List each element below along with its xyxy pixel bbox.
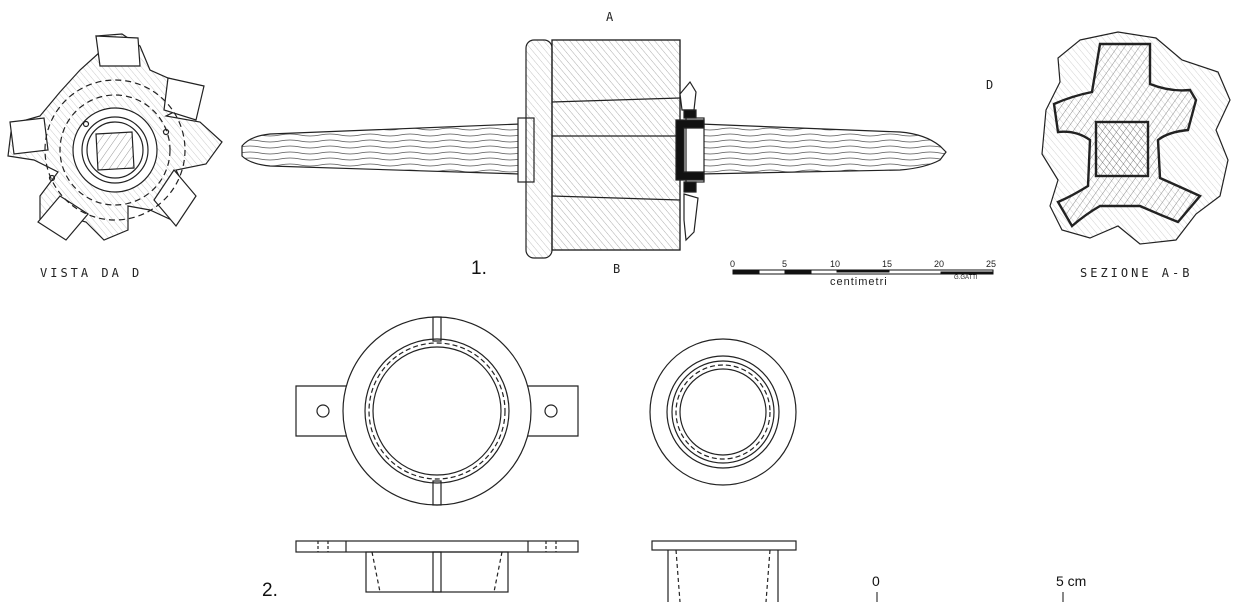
sezione-ab-label: SEZIONE A-B — [1080, 266, 1193, 280]
scale-tick-25: 25 — [986, 259, 997, 269]
scale-unit: centimetri — [830, 276, 888, 288]
letter-b: B — [613, 262, 624, 276]
scale-bar-5cm — [876, 592, 1064, 602]
bushing-side-view — [651, 540, 797, 602]
figure-1-number: 1. — [471, 258, 487, 279]
scale-bar-cm — [732, 269, 994, 275]
artist-credit: G.GATTI — [954, 275, 978, 281]
scale-2-tick-0: 0 — [872, 573, 880, 589]
scale-tick-15: 15 — [882, 259, 893, 269]
scale-tick-10: 10 — [830, 259, 841, 269]
scale-tick-20: 20 — [934, 259, 945, 269]
letter-a: A — [606, 10, 617, 24]
vista-da-d-drawing — [7, 33, 223, 241]
letter-d: D — [986, 78, 997, 92]
vista-da-d-label: VISTA DA D — [40, 266, 143, 280]
sezione-ab-drawing — [1041, 31, 1231, 245]
flange-side-view — [295, 540, 579, 593]
scale-tick-5: 5 — [782, 259, 788, 269]
axle-side-drawing — [241, 39, 947, 259]
scale-tick-0: 0 — [730, 259, 736, 269]
flange-top-view — [295, 316, 579, 506]
figure-2-number: 2. — [262, 580, 278, 601]
bushing-top-view — [649, 338, 797, 486]
scale-2-tick-5cm: 5 cm — [1056, 573, 1087, 589]
